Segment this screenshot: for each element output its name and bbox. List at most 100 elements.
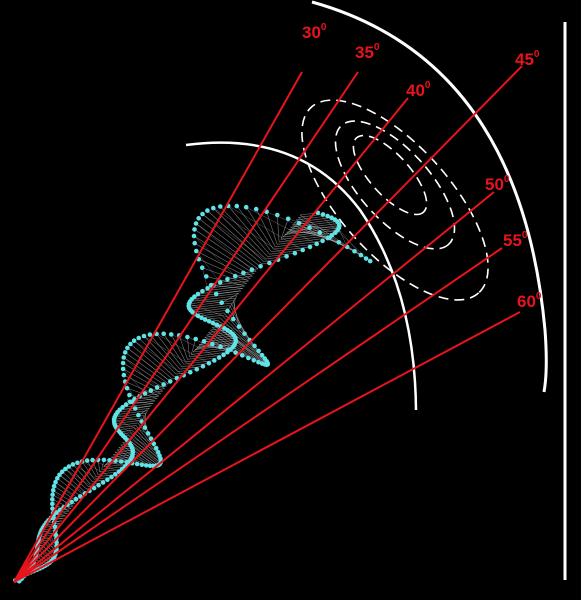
bead-wave-b: [300, 247, 306, 253]
bead-wave-a: [155, 449, 161, 455]
bead-wave-a: [200, 211, 205, 217]
bead-wave-b: [206, 319, 212, 324]
mesh-crosslink: [191, 298, 222, 303]
ray-label-40: 400: [406, 80, 431, 100]
bead-wave-a: [90, 457, 95, 463]
bead-wave-b: [258, 264, 263, 269]
bead-wave-a: [52, 524, 58, 530]
mesh-strand: [271, 246, 311, 252]
mesh-strand: [188, 297, 236, 305]
bead-wave-b: [212, 358, 217, 363]
bead-wave-b: [192, 294, 197, 299]
bead-wave-a: [193, 221, 199, 226]
bead-wave-b: [120, 404, 125, 410]
bead-wave-b: [214, 322, 220, 328]
mesh-strand: [191, 292, 240, 300]
bead-wave-b: [284, 254, 289, 259]
mesh-strand: [59, 474, 83, 495]
ray-label-60: 600: [517, 291, 542, 311]
mesh-strand: [55, 481, 80, 500]
mesh-crosslink: [212, 322, 268, 365]
bead-wave-b: [161, 382, 166, 387]
bead-wave-a: [63, 466, 68, 472]
mesh-strand: [227, 295, 238, 312]
bead-wave-a: [51, 483, 57, 489]
mesh-strand: [205, 317, 220, 320]
bead-wave-b: [205, 286, 210, 291]
mesh-strand: [189, 295, 238, 302]
bead-wave-a: [153, 445, 159, 451]
bead-wave-a: [210, 341, 215, 347]
bead-wave-a: [233, 350, 238, 355]
bead-wave-a: [185, 334, 190, 340]
bead-wave-a: [204, 274, 209, 279]
bead-wave-a: [84, 458, 90, 463]
mesh-strand: [235, 273, 255, 277]
bead-wave-a: [147, 463, 153, 469]
mesh-strand: [138, 337, 177, 375]
ray-label-50: 500: [485, 174, 510, 194]
ray-label-45: 450: [515, 49, 540, 69]
mesh-crosslink: [195, 223, 253, 270]
bead-wave-b: [320, 212, 326, 217]
bead-wave-a: [53, 479, 58, 485]
bead-wave-a: [196, 216, 201, 221]
bead-wave-a: [242, 331, 247, 337]
bead-wave-b: [195, 291, 201, 297]
bead-wave-a: [205, 208, 210, 213]
bead-wave-b: [325, 213, 330, 219]
bead-wave-a: [131, 338, 137, 344]
mesh-strand: [193, 235, 255, 274]
mesh-crosslink: [116, 427, 159, 453]
mesh-strand: [130, 343, 173, 380]
bead-wave-a: [124, 385, 130, 391]
bead-wave-a: [147, 332, 153, 337]
mesh-strand: [189, 351, 228, 358]
bead-wave-a: [199, 265, 205, 271]
bead-wave-b: [54, 510, 59, 515]
bead-wave-b: [154, 385, 160, 390]
mesh-strand: [189, 302, 232, 309]
mesh-strand: [202, 213, 263, 265]
mesh-strand: [144, 390, 163, 394]
bead-wave-b: [116, 469, 122, 475]
mesh-strand: [117, 427, 135, 431]
bead-wave-a: [243, 204, 249, 210]
bead-wave-b: [249, 267, 255, 272]
bead-wave-a: [218, 204, 223, 209]
mesh-crosslink: [188, 303, 234, 320]
mesh-strand: [143, 415, 149, 434]
mesh-strand: [179, 365, 204, 370]
bead-wave-a: [194, 248, 199, 254]
mesh-strand: [191, 338, 197, 355]
bead-wave-a: [50, 501, 55, 507]
bead-wave-a: [363, 256, 369, 261]
bead-wave-b: [267, 260, 272, 266]
mesh-strand: [195, 223, 259, 270]
bead-wave-a: [157, 453, 162, 458]
bead-wave-b: [167, 379, 173, 384]
mesh-strand: [232, 300, 240, 327]
bead-wave-a: [66, 464, 72, 469]
bead-wave-b: [73, 496, 79, 502]
mesh-strand: [220, 278, 251, 283]
mesh-strand: [181, 363, 209, 367]
mesh-strand: [221, 293, 240, 303]
mesh-strand: [195, 310, 226, 315]
bead-wave-b: [200, 288, 205, 294]
ray-50: [13, 191, 495, 583]
mesh-crosslink: [114, 419, 149, 434]
mesh-strand: [213, 280, 249, 286]
bead-wave-a: [213, 291, 219, 297]
bead-wave-b: [314, 241, 320, 247]
bead-wave-b: [241, 270, 246, 276]
mesh-strand: [280, 218, 289, 240]
mesh-strand: [139, 393, 161, 397]
bead-wave-a: [358, 252, 364, 258]
mesh-strand: [163, 333, 184, 365]
mesh-strand: [227, 275, 253, 280]
bead-wave-a: [121, 355, 126, 360]
bead-wave-a: [296, 220, 302, 226]
mesh-strand: [275, 240, 323, 248]
